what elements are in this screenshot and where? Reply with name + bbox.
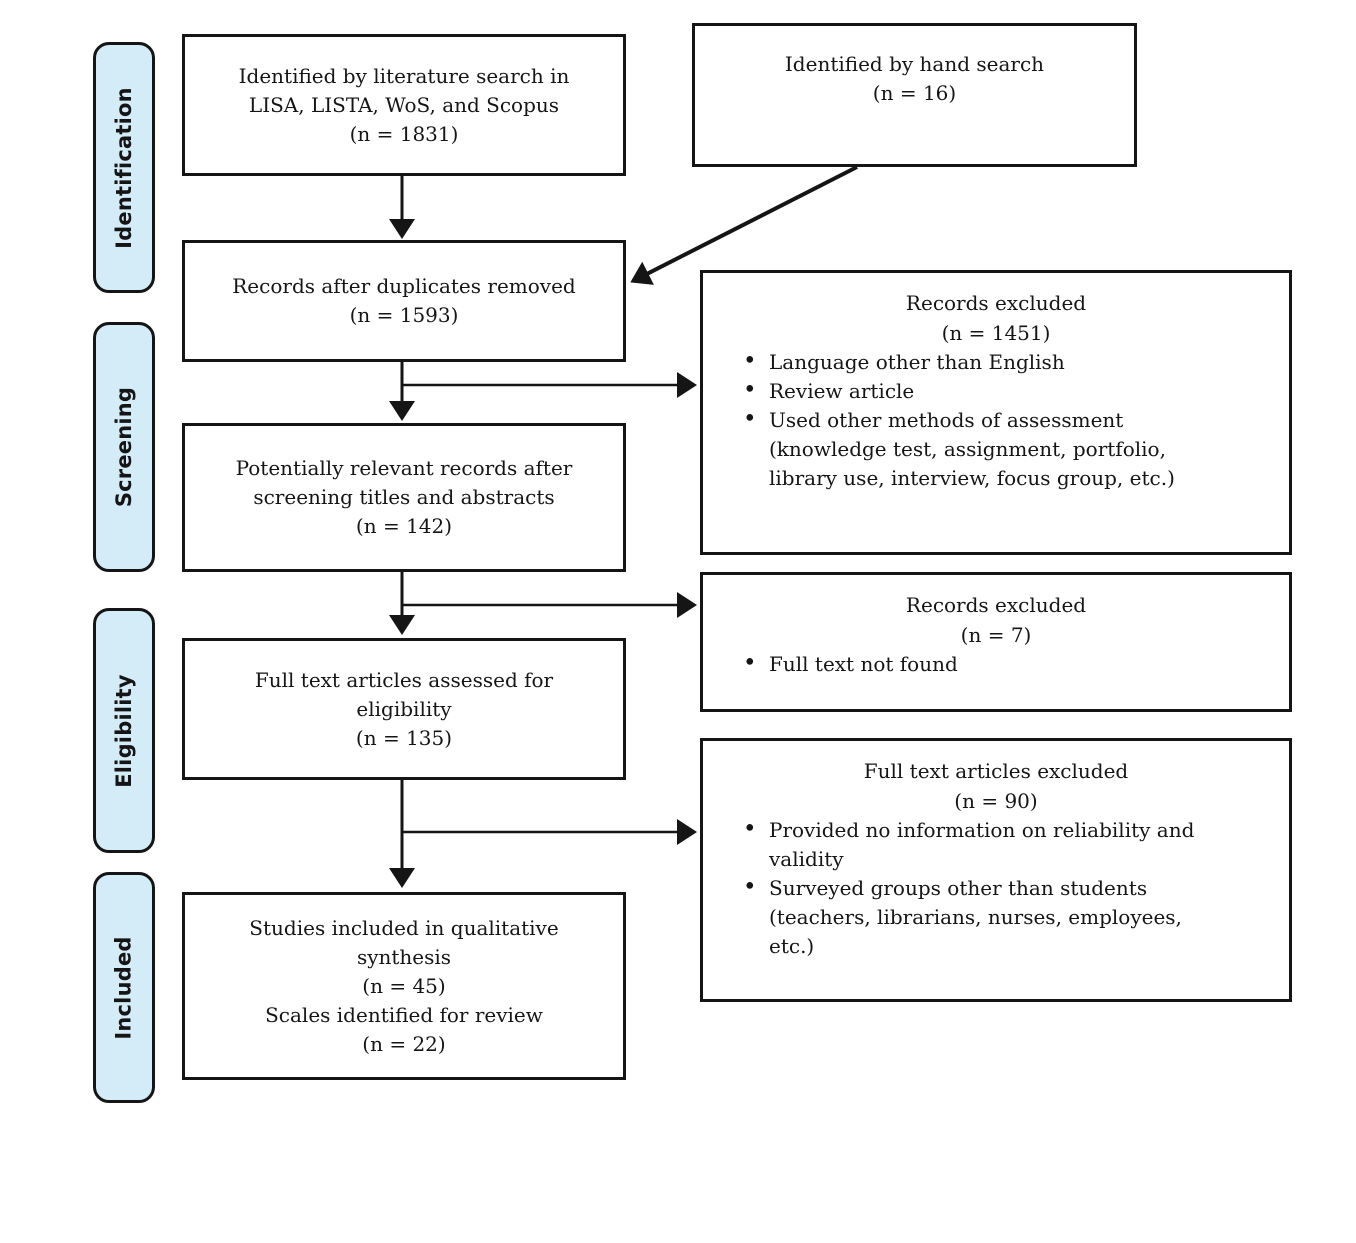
box-hand-search: Identified by hand search (n = 16) (692, 23, 1137, 167)
box-title-abstract-screening-text: Potentially relevant records after scree… (235, 456, 573, 538)
bullet-item: Used other methods of assessment (knowle… (743, 405, 1229, 493)
bullet-item: Full text not found (743, 649, 1229, 679)
records-excluded-screening-title: Records excluded (905, 291, 1087, 315)
box-records-excluded-screening: Records excluded (n = 1451) Language oth… (700, 270, 1292, 555)
records-excluded-screening-bullets: Language other than EnglishReview articl… (703, 347, 1229, 493)
stage-label-included-text: Included (112, 935, 136, 1040)
bullet-item: Review article (743, 376, 1229, 406)
stage-label-screening-text: Screening (112, 386, 137, 508)
stage-label-eligibility-text: Eligibility (112, 673, 136, 788)
box-hand-search-text: Identified by hand search (n = 16) (784, 52, 1045, 105)
full-text-excluded-title: Full text articles excluded (863, 759, 1129, 783)
bullet-item: Provided no information on reliability a… (743, 815, 1229, 874)
stage-label-screening: Screening (93, 322, 155, 572)
stage-label-included: Included (93, 872, 155, 1103)
stage-label-eligibility: Eligibility (93, 608, 155, 853)
box-duplicates-removed: Records after duplicates removed (n = 15… (182, 240, 626, 362)
records-excluded-eligibility-title: Records excluded (905, 593, 1087, 617)
box-full-text-assessed: Full text articles assessed for eligibil… (182, 638, 626, 780)
box-title-abstract-screening: Potentially relevant records after scree… (182, 423, 626, 572)
records-excluded-eligibility-bullets: Full text not found (703, 649, 1229, 679)
box-duplicates-removed-text: Records after duplicates removed (n = 15… (232, 274, 576, 327)
box-studies-included: Studies included in qualitative synthesi… (182, 892, 626, 1080)
full-text-excluded-bullets: Provided no information on reliability a… (703, 815, 1229, 961)
box-records-excluded-eligibility: Records excluded (n = 7) Full text not f… (700, 572, 1292, 712)
bullet-item: Language other than English (743, 347, 1229, 377)
arrow-hand-search-to-duplicates (630, 165, 858, 285)
box-literature-search: Identified by literature search in LISA,… (182, 34, 626, 176)
bullet-item: Surveyed groups other than students (tea… (743, 873, 1229, 961)
box-full-text-excluded: Full text articles excluded (n = 90) Pro… (700, 738, 1292, 1002)
stage-label-identification-text: Identification (112, 86, 136, 249)
stage-label-identification: Identification (93, 42, 155, 293)
box-full-text-assessed-text: Full text articles assessed for eligibil… (254, 667, 554, 750)
full-text-excluded-count: (n = 90) (954, 789, 1038, 813)
records-excluded-screening-count: (n = 1451) (941, 321, 1051, 345)
box-studies-included-text: Studies included in qualitative synthesi… (249, 915, 559, 1056)
box-literature-search-text: Identified by literature search in LISA,… (238, 63, 570, 146)
records-excluded-eligibility-count: (n = 7) (960, 623, 1032, 647)
